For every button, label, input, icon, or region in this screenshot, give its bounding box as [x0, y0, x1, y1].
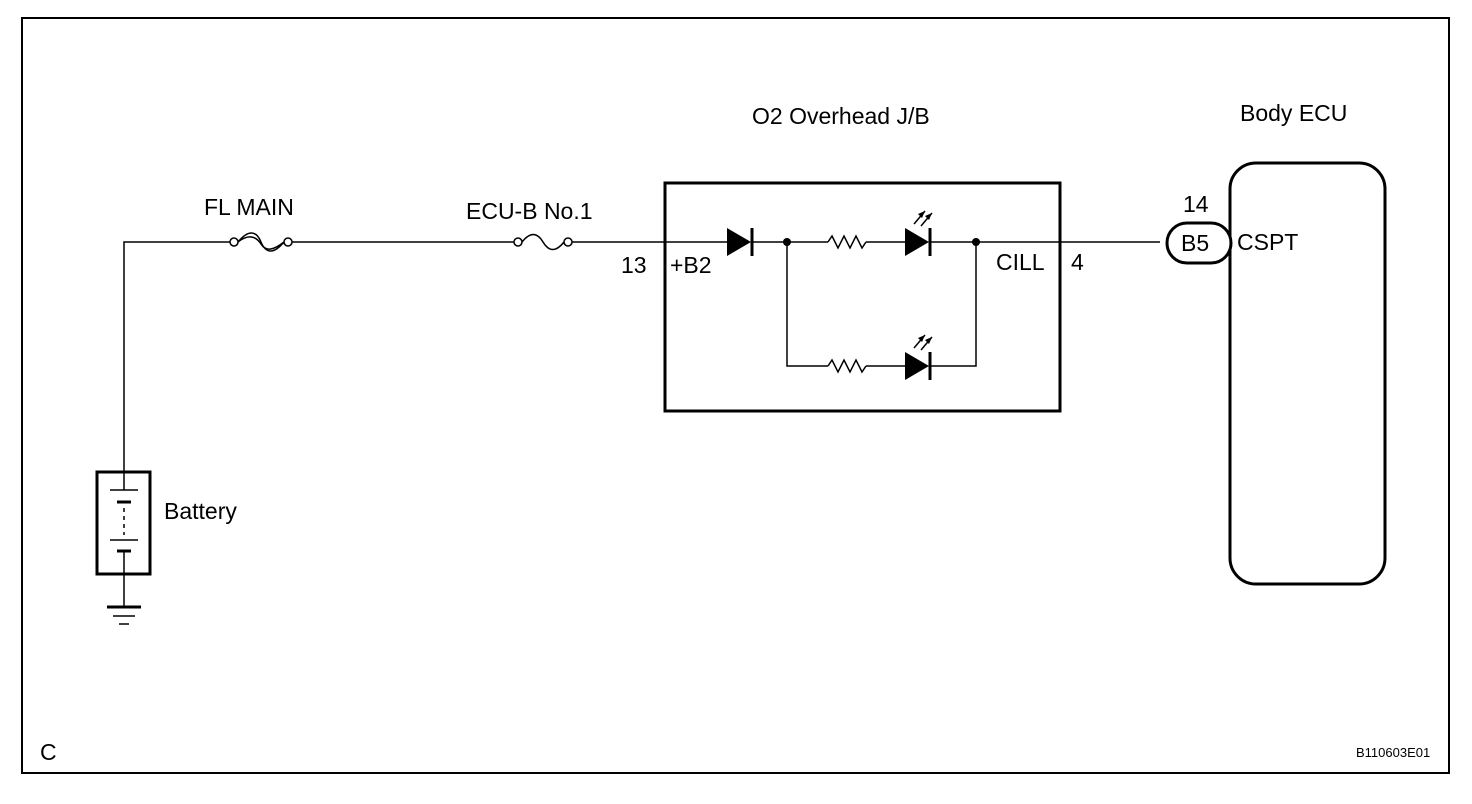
main-wire [123, 241, 665, 472]
cill-label: CILL [996, 249, 1045, 275]
pin-14-label: 14 [1183, 191, 1209, 217]
resistor-top-icon [827, 234, 867, 250]
junction-block-box [663, 181, 1062, 413]
figure-code: B110603E01 [1356, 745, 1430, 760]
diagram-frame [21, 17, 1450, 774]
ecu-b-label: ECU-B No.1 [466, 198, 593, 224]
plus-b2-label: +B2 [670, 252, 712, 278]
fl-main-fuse-icon [229, 232, 293, 252]
junction-block-title: O2 Overhead J/B [752, 103, 930, 129]
battery-label: Battery [164, 498, 237, 524]
resistor-bottom-icon [827, 358, 867, 374]
fl-main-label: FL MAIN [204, 194, 294, 220]
led-bottom-icon [905, 334, 933, 380]
ground-icon [107, 574, 141, 625]
ecu-b-fuse-icon [513, 233, 573, 251]
diode-icon [665, 228, 787, 256]
pin-13-label: 13 [621, 252, 647, 278]
led-top-icon [905, 210, 933, 256]
cspt-label: CSPT [1237, 229, 1298, 255]
connector-b5 [1165, 221, 1233, 265]
battery-icon [95, 470, 152, 576]
body-ecu-box [1228, 161, 1387, 586]
body-ecu-title: Body ECU [1240, 100, 1347, 126]
junction-internal-circuit [665, 210, 1160, 380]
pin-4-label: 4 [1071, 249, 1084, 275]
connector-b5-label: B5 [1181, 230, 1209, 256]
corner-letter: C [40, 739, 57, 765]
